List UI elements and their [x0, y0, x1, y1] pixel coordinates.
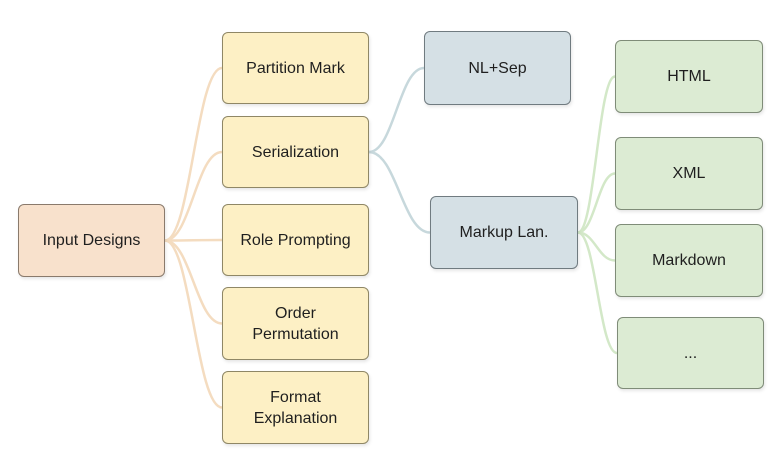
edge-root-to-serialization — [164, 150, 223, 242]
serialization-label: Serialization — [251, 143, 340, 161]
format-explanation-label: Format Explanation — [253, 388, 338, 427]
edge-root-to-role — [164, 238, 223, 242]
edge-markup-to-html — [577, 75, 616, 234]
xml-label: XML — [672, 165, 706, 182]
more-items-node: ... — [617, 317, 764, 389]
format-explanation-node: Format Explanation — [222, 371, 369, 444]
input-designs-node: Input Designs — [18, 204, 165, 277]
edge-root-to-partition — [164, 66, 223, 242]
role-prompting-label: Role Prompting — [240, 231, 351, 249]
nl-sep-label: NL+Sep — [468, 59, 527, 77]
serialization-node: Serialization — [222, 116, 369, 188]
partition-mark-label: Partition Mark — [246, 59, 345, 77]
markup-language-node: Markup Lan. — [430, 196, 578, 269]
markdown-node: Markdown — [615, 224, 763, 297]
nl-sep-node: NL+Sep — [424, 31, 571, 105]
edge-markup-to-more — [577, 231, 618, 355]
edge-serialization-to-nlsep — [368, 66, 425, 154]
edge-serialization-to-markup — [368, 150, 431, 234]
edge-root-to-order — [164, 239, 223, 325]
html-node: HTML — [615, 40, 763, 113]
partition-mark-node: Partition Mark — [222, 32, 369, 104]
more-items-label: ... — [683, 344, 698, 362]
role-prompting-node: Role Prompting — [222, 204, 369, 276]
input-designs-label: Input Designs — [42, 232, 141, 249]
edge-root-to-format — [164, 239, 223, 409]
order-permutation-node: Order Permutation — [222, 287, 369, 360]
xml-node: XML — [615, 137, 763, 210]
markdown-label: Markdown — [652, 252, 726, 269]
html-label: HTML — [667, 68, 711, 85]
order-permutation-label: Order Permutation — [252, 304, 339, 343]
markup-language-label: Markup Lan. — [459, 224, 549, 241]
edge-markup-to-xml — [577, 172, 616, 234]
